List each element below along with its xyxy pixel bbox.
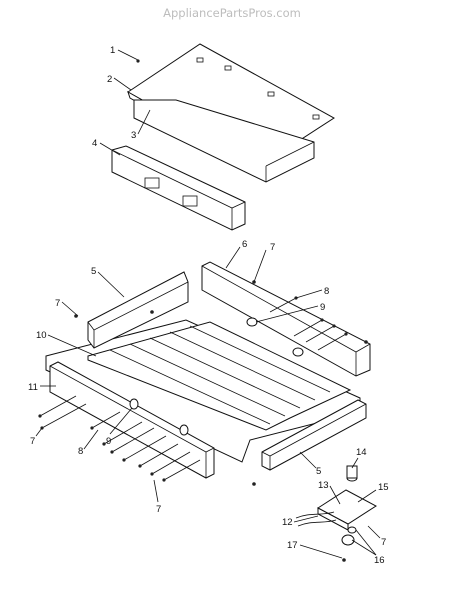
base-pan	[45, 319, 361, 463]
callout-9-lower: 9	[106, 436, 111, 447]
callout-17: 17	[287, 540, 298, 551]
callout-11: 11	[28, 382, 38, 393]
callout-6: 6	[242, 239, 247, 250]
grommets	[129, 317, 304, 436]
motor-assembly	[295, 465, 377, 562]
callout-2: 2	[107, 74, 112, 85]
callout-1: 1	[110, 45, 115, 56]
right-side-rail	[201, 261, 371, 377]
callout-16: 16	[374, 555, 385, 566]
left-side-rail	[87, 271, 189, 349]
callout-13: 13	[318, 480, 329, 491]
callout-8-lower: 8	[78, 446, 83, 457]
callout-7-bottom: 7	[156, 504, 161, 515]
watermark: AppliancePartsPros.com	[163, 6, 301, 20]
callout-15: 15	[378, 482, 389, 493]
callout-3: 3	[131, 130, 136, 141]
callout-7-left: 7	[55, 298, 60, 309]
callout-5-upper: 5	[91, 266, 96, 277]
callout-9-upper: 9	[320, 302, 325, 313]
callout-4: 4	[92, 138, 97, 149]
callout-7-top: 7	[270, 242, 275, 253]
screws	[38, 280, 368, 486]
callout-7-bottom-left: 7	[30, 436, 35, 447]
callout-12: 12	[282, 517, 293, 528]
callout-5-lower: 5	[316, 466, 321, 477]
callout-7-motor: 7	[381, 537, 386, 548]
leader-lines	[35, 49, 381, 559]
rear-rail	[261, 399, 367, 471]
front-block	[111, 145, 246, 231]
callout-8-upper: 8	[324, 286, 329, 297]
front-rail	[49, 361, 215, 479]
callouts: 1 2 3 4 5 6 7 7 8 9 10 11 7 8 9 7 5 14 1…	[28, 45, 389, 566]
callout-10: 10	[36, 330, 47, 341]
callout-14: 14	[356, 447, 367, 458]
insulation-block	[133, 99, 315, 183]
